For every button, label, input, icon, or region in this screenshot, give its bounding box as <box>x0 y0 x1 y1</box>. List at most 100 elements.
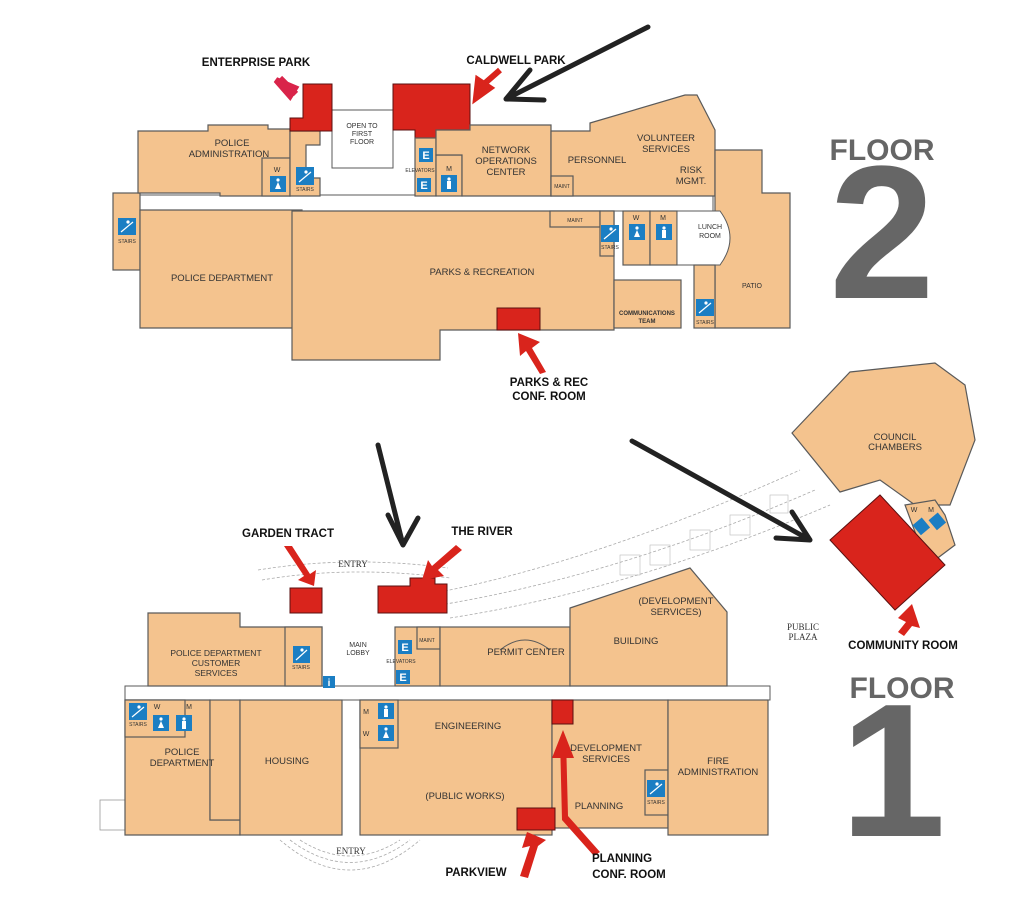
black-arrow-community-room <box>629 438 813 543</box>
f2-police-department <box>139 209 303 329</box>
f1-police-annex <box>209 699 241 821</box>
f2-label-comms-1: COMMUNICATIONS <box>619 311 675 317</box>
callout-parks-rec-conf-2: CONF. ROOM <box>512 391 585 403</box>
f2-label-elevators: ELEVATORS <box>405 168 435 174</box>
f1-planning-conf-room <box>551 699 574 725</box>
arrow-planning-conf <box>552 730 600 856</box>
floor-1-word: FLOOR <box>850 672 955 705</box>
f1-label-m-1: M <box>186 704 192 711</box>
floor-1: POLICE DEPARTMENT CUSTOMER SERVICES MAIN… <box>99 362 976 881</box>
arrow-enterprise-park <box>273 75 300 102</box>
f2-label-police-dept: POLICE DEPARTMENT <box>171 273 273 284</box>
f2-label-lunch-1: LUNCH <box>698 224 722 231</box>
f2-label-stairs-2: STAIRS <box>296 187 314 193</box>
f2-label-parks-rec: PARKS & RECREATION <box>430 267 535 278</box>
elevator-icon-letter: E <box>399 672 406 684</box>
f2-label-lunch-2: ROOM <box>699 233 721 240</box>
f2-open-to-first-floor <box>331 109 394 169</box>
f1-label-pcs-1: POLICE DEPARTMENT <box>170 648 261 658</box>
f2-label-noc-3: CENTER <box>486 167 525 178</box>
f1-label-w-3: W <box>911 507 918 514</box>
mens-restroom-icon <box>928 512 947 531</box>
elevator-icon: E <box>396 670 410 684</box>
f2-label-w-2: W <box>633 215 640 222</box>
f1-label-devsvcs-2: SERVICES <box>582 754 630 765</box>
f1-label-housing: HOUSING <box>265 756 309 767</box>
f2-label-volunteer-2: SERVICES <box>642 144 690 155</box>
stairs-icon <box>696 299 714 316</box>
stairs-icon <box>129 703 147 720</box>
arrow-garden-tract <box>284 546 316 586</box>
f1-label-w-2: W <box>363 731 370 738</box>
f2-label-maint: MAINT <box>554 184 570 190</box>
f1-label-entry-south[interactable]: ENTRY <box>336 846 366 856</box>
mens-restroom-icon <box>441 175 457 192</box>
f2-parks-recreation <box>291 210 615 361</box>
south-entry-steps <box>279 839 421 871</box>
f2-label-police-admin-2: ADMINISTRATION <box>189 149 270 160</box>
plaza-paving <box>619 494 789 576</box>
f1-corridor <box>124 685 771 701</box>
elevator-icon-letter: E <box>422 150 429 162</box>
f1-label-council-2: CHAMBERS <box>868 442 922 453</box>
f1-label-lobby-2: LOBBY <box>346 650 370 657</box>
f1-council-chambers <box>791 362 976 506</box>
f1-label-pcs-2: CUSTOMER <box>192 658 241 668</box>
f1-building <box>569 567 728 687</box>
f2-label-noc-2: OPERATIONS <box>475 156 537 167</box>
f1-label-plaza-2: PLAZA <box>789 632 819 642</box>
f1-label-engineering: ENGINEERING <box>435 721 502 732</box>
f2-label-risk-2: MGMT. <box>676 176 707 187</box>
black-arrow-floor1-entry <box>375 442 421 548</box>
f1-permit-center <box>439 626 571 687</box>
f1-label-w-1: W <box>154 704 161 711</box>
f1-label-stairs-3: STAIRS <box>647 800 665 806</box>
stairs-icon <box>601 225 619 242</box>
f1-label-stairs-2: STAIRS <box>129 722 147 728</box>
arrow-parkview <box>520 832 546 878</box>
f2-lunch-room <box>676 210 731 266</box>
arrow-parks-rec-conf <box>518 333 546 374</box>
f2-label-maint-2: MAINT <box>567 218 583 224</box>
f2-label-stairs-3: STAIRS <box>601 245 619 251</box>
stairs-icon <box>647 780 665 797</box>
f1-community-room <box>829 494 946 611</box>
elevator-icon-letter: E <box>401 642 408 654</box>
mens-restroom-icon <box>176 715 192 731</box>
permit-center-counter <box>499 639 551 651</box>
f2-maint-room <box>550 175 574 197</box>
arrow-caldwell-park <box>472 67 502 105</box>
f2-label-noc-1: NETWORK <box>482 145 531 156</box>
callout-enterprise-park: ENTERPRISE PARK <box>202 57 311 69</box>
f1-label-elevators: ELEVATORS <box>386 659 416 665</box>
f2-label-w: W <box>274 167 281 174</box>
f2-label-stairs-4: STAIRS <box>696 320 714 326</box>
elevator-icon: E <box>419 148 433 162</box>
womens-restroom-icon <box>270 176 286 192</box>
floor-2: POLICE ADMINISTRATION OPEN TO FIRST FLOO… <box>112 24 935 403</box>
f1-label-devsvcs-top-1: (DEVELOPMENT <box>639 596 714 607</box>
f2-label-m: M <box>446 166 452 173</box>
callout-parkview: PARKVIEW <box>445 867 506 879</box>
f1-label-entry-north[interactable]: ENTRY <box>338 559 368 569</box>
mens-restroom-icon <box>656 224 672 240</box>
f1-the-river-room <box>377 577 448 614</box>
womens-restroom-icon <box>378 725 394 741</box>
f2-communications-team <box>613 279 682 329</box>
f1-label-council-1: COUNCIL <box>874 432 917 443</box>
elevator-icon-letter: E <box>420 180 427 192</box>
f2-label-open-1: OPEN TO <box>346 123 378 130</box>
f1-label-lobby-1: MAIN <box>349 642 367 649</box>
f1-label-plaza-1: PUBLIC <box>787 622 819 632</box>
womens-restroom-icon <box>912 517 931 536</box>
elevator-icon: E <box>398 640 412 654</box>
f1-housing <box>239 699 343 836</box>
callout-parks-rec-conf-1: PARKS & REC <box>510 377 588 389</box>
womens-restroom-icon <box>629 224 645 240</box>
stairs-icon <box>118 218 136 235</box>
info-icon: i <box>323 676 335 689</box>
f2-personnel-volunteer <box>550 94 716 197</box>
floor-1-number: 1 <box>840 665 946 877</box>
f1-label-fire-2: ADMINISTRATION <box>678 767 759 778</box>
f1-parkview-room <box>516 807 556 831</box>
